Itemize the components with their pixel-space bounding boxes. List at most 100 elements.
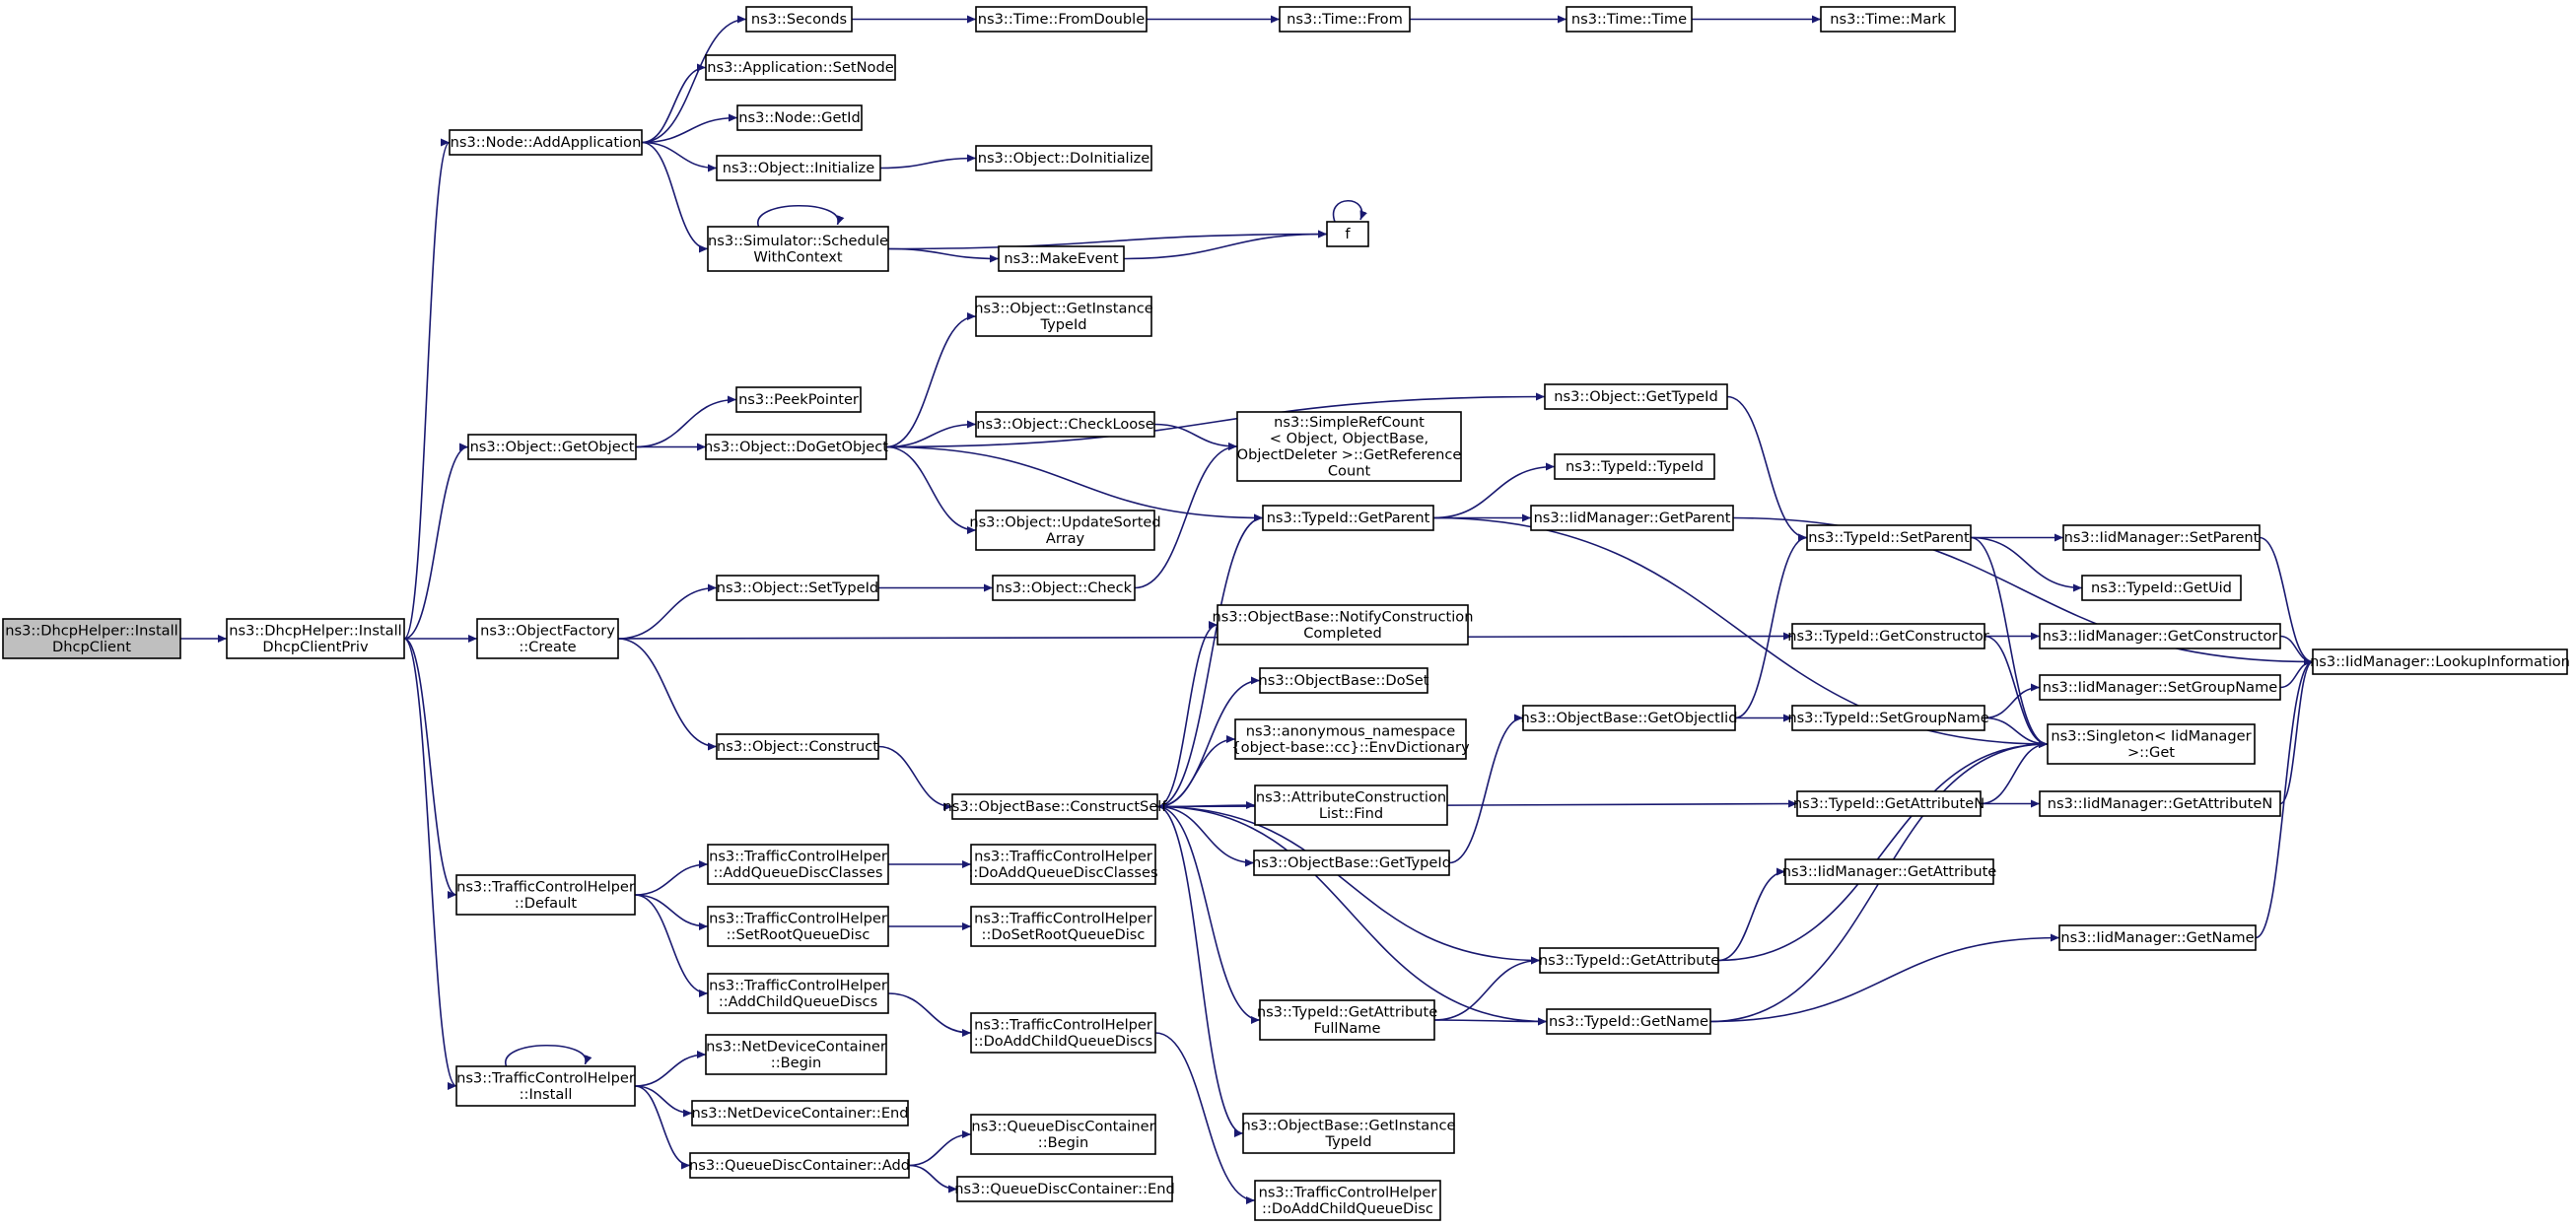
node-iidgetconst[interactable]: ns3::IidManager::GetConstructor — [2039, 623, 2281, 649]
node-peek[interactable]: ns3::PeekPointer — [735, 386, 862, 413]
node-tidsetparent[interactable]: ns3::TypeId::SetParent — [1806, 524, 1972, 551]
node-box — [1806, 524, 1972, 551]
node-ndcend[interactable]: ns3::NetDeviceContainer::End — [691, 1100, 909, 1126]
node-box — [1791, 705, 1985, 731]
node-addapp[interactable]: ns3::Node::AddApplication — [449, 129, 643, 156]
node-tidgetattr[interactable]: ns3::TypeId::GetAttribute — [1539, 947, 1719, 974]
node-box — [992, 575, 1136, 601]
node-tidgetname[interactable]: ns3::TypeId::GetName — [1546, 1008, 1711, 1035]
node-tidsetgroup[interactable]: ns3::TypeId::SetGroupName — [1787, 705, 1989, 731]
node-lookup[interactable]: ns3::IidManager::LookupInformation — [2310, 648, 2570, 675]
node-iidsetparent[interactable]: ns3::IidManager::SetParent — [2062, 524, 2261, 551]
node-label-line: ns3::Object::GetTypeId — [1554, 388, 1717, 405]
node-objgettid[interactable]: ns3::Object::GetTypeId — [1544, 383, 1728, 410]
node-qdcbegin[interactable]: ns3::QueueDiscContainer::Begin — [970, 1114, 1156, 1155]
node-tchdef[interactable]: ns3::TrafficControlHelper::Default — [455, 874, 636, 916]
node-label-line: ns3::TrafficControlHelper — [1259, 1184, 1437, 1200]
node-label-line: Completed — [1303, 625, 1382, 642]
node-f[interactable]: f — [1326, 221, 1369, 247]
edge-objinit-to-doinit — [879, 154, 977, 170]
node-label-line: ns3::TypeId::GetName — [1549, 1013, 1708, 1030]
edge-tidgetattr-to-singleton — [1717, 740, 2049, 962]
node-tidgetconst[interactable]: ns3::TypeId::GetConstructor — [1787, 623, 1989, 649]
node-iidgetparent[interactable]: ns3::IidManager::GetParent — [1530, 505, 1734, 531]
node-label-line: ns3::TrafficControlHelper — [709, 977, 887, 993]
node-doaddqdc[interactable]: ns3::TrafficControlHelper::DoAddQueueDis… — [968, 844, 1158, 885]
node-label-line: TypeId — [1324, 1133, 1371, 1150]
node-box — [449, 129, 643, 156]
node-makeevent[interactable]: ns3::MakeEvent — [998, 245, 1125, 272]
node-ndcbegin[interactable]: ns3::NetDeviceContainer::Begin — [705, 1034, 887, 1075]
node-seconds[interactable]: ns3::Seconds — [745, 6, 853, 33]
node-box — [2081, 575, 2242, 601]
node-tidtid[interactable]: ns3::TypeId::TypeId — [1554, 453, 1715, 480]
node-constructself[interactable]: ns3::ObjectBase::ConstructSelf — [943, 793, 1168, 820]
node-qdcadd[interactable]: ns3::QueueDiscContainer::Add — [689, 1152, 910, 1179]
node-fromdouble[interactable]: ns3::Time::FromDouble — [975, 6, 1148, 33]
node-tidgetparent[interactable]: ns3::TypeId::GetParent — [1262, 505, 1434, 531]
node-simplerefcount[interactable]: ns3::SimpleRefCount< Object, ObjectBase,… — [1236, 411, 1462, 482]
node-settypeid[interactable]: ns3::Object::SetTypeId — [716, 575, 879, 601]
node-label-line: ns3::TrafficControlHelper — [709, 910, 887, 926]
node-addchildqd[interactable]: ns3::TrafficControlHelper::AddChildQueue… — [707, 973, 889, 1014]
node-appsetnode[interactable]: ns3::Application::SetNode — [705, 54, 896, 81]
node-doinit[interactable]: ns3::Object::DoInitialize — [975, 145, 1152, 171]
node-checkloose[interactable]: ns3::Object::CheckLoose — [975, 411, 1155, 438]
node-iidgetname[interactable]: ns3::IidManager::GetName — [2058, 924, 2257, 951]
node-doaddchild1[interactable]: ns3::TrafficControlHelper::DoAddChildQue… — [970, 1012, 1156, 1054]
node-label-line: ns3::Object::GetInstance — [974, 300, 1152, 316]
node-timetime[interactable]: ns3::Time::Time — [1566, 6, 1693, 33]
node-nodegetid[interactable]: ns3::Node::GetId — [736, 104, 863, 131]
node-label-line: ns3::Time::From — [1287, 11, 1403, 28]
node-box — [1262, 505, 1434, 531]
node-box — [975, 510, 1155, 551]
node-box — [975, 296, 1152, 337]
node-obgettid[interactable]: ns3::ObjectBase::GetTypeId — [1252, 850, 1451, 876]
node-label-line: ::Begin — [771, 1055, 821, 1071]
node-tidgetuid[interactable]: ns3::TypeId::GetUid — [2081, 575, 2242, 601]
node-doaddchild2[interactable]: ns3::TrafficControlHelper::DoAddChildQue… — [1254, 1180, 1441, 1221]
node-dosetroot[interactable]: ns3::TrafficControlHelper::DoSetRootQueu… — [970, 906, 1156, 947]
node-objinit[interactable]: ns3::Object::Initialize — [716, 155, 881, 181]
node-singleton[interactable]: ns3::Singleton< IidManager>::Get — [2047, 723, 2256, 765]
node-notifyconst[interactable]: ns3::ObjectBase::NotifyConstructionCompl… — [1213, 604, 1474, 646]
node-iidgetattrn[interactable]: ns3::IidManager::GetAttributeN — [2039, 790, 2281, 817]
node-doset[interactable]: ns3::ObjectBase::DoSet — [1258, 667, 1429, 694]
node-iidgetattr[interactable]: ns3::IidManager::GetAttribute — [1782, 858, 1997, 885]
node-label-line: ::DoAddQueueDiscClasses — [968, 864, 1157, 881]
node-objcheck[interactable]: ns3::Object::Check — [992, 575, 1136, 601]
node-getobj[interactable]: ns3::Object::GetObject — [467, 434, 637, 460]
node-iidsetgroup[interactable]: ns3::IidManager::SetGroupName — [2039, 674, 2281, 701]
node-box — [2312, 648, 2568, 675]
node-qdcend[interactable]: ns3::QueueDiscContainer::End — [954, 1176, 1175, 1202]
node-box — [1546, 1008, 1711, 1035]
node-box — [1259, 999, 1435, 1041]
node-ofcreate[interactable]: ns3::ObjectFactory::Create — [476, 618, 619, 659]
node-envdict[interactable]: ns3::anonymous_namespace{object-base::cc… — [1231, 718, 1470, 760]
node-timemark[interactable]: ns3::Time::Mark — [1820, 6, 1956, 33]
node-obgetobjiid[interactable]: ns3::ObjectBase::GetObjectIid — [1520, 705, 1738, 731]
node-dogetobj[interactable]: ns3::Object::DoGetObject — [704, 434, 888, 460]
node-tchinst[interactable]: ns3::TrafficControlHelper::Install — [455, 1065, 636, 1107]
node-label-line: ns3::Node::GetId — [738, 109, 860, 126]
node-label-line: ::DoAddChildQueueDiscs — [974, 1033, 1153, 1050]
node-label-line: ns3::Object::Initialize — [723, 160, 874, 176]
node-tidgetattrn[interactable]: ns3::TypeId::GetAttributeN — [1793, 790, 1984, 817]
node-label-line: ns3::ObjectBase::ConstructSelf — [943, 798, 1168, 815]
node-box — [736, 104, 863, 131]
node-construct[interactable]: ns3::Object::Construct — [716, 733, 879, 760]
node-label-line: ns3::AttributeConstruction — [1256, 788, 1446, 805]
node-setrootqd[interactable]: ns3::TrafficControlHelper::SetRootQueueD… — [707, 906, 889, 947]
node-box — [707, 906, 889, 947]
node-timefrom[interactable]: ns3::Time::From — [1279, 6, 1411, 33]
node-addqdc[interactable]: ns3::TrafficControlHelper::AddQueueDiscC… — [707, 844, 889, 885]
